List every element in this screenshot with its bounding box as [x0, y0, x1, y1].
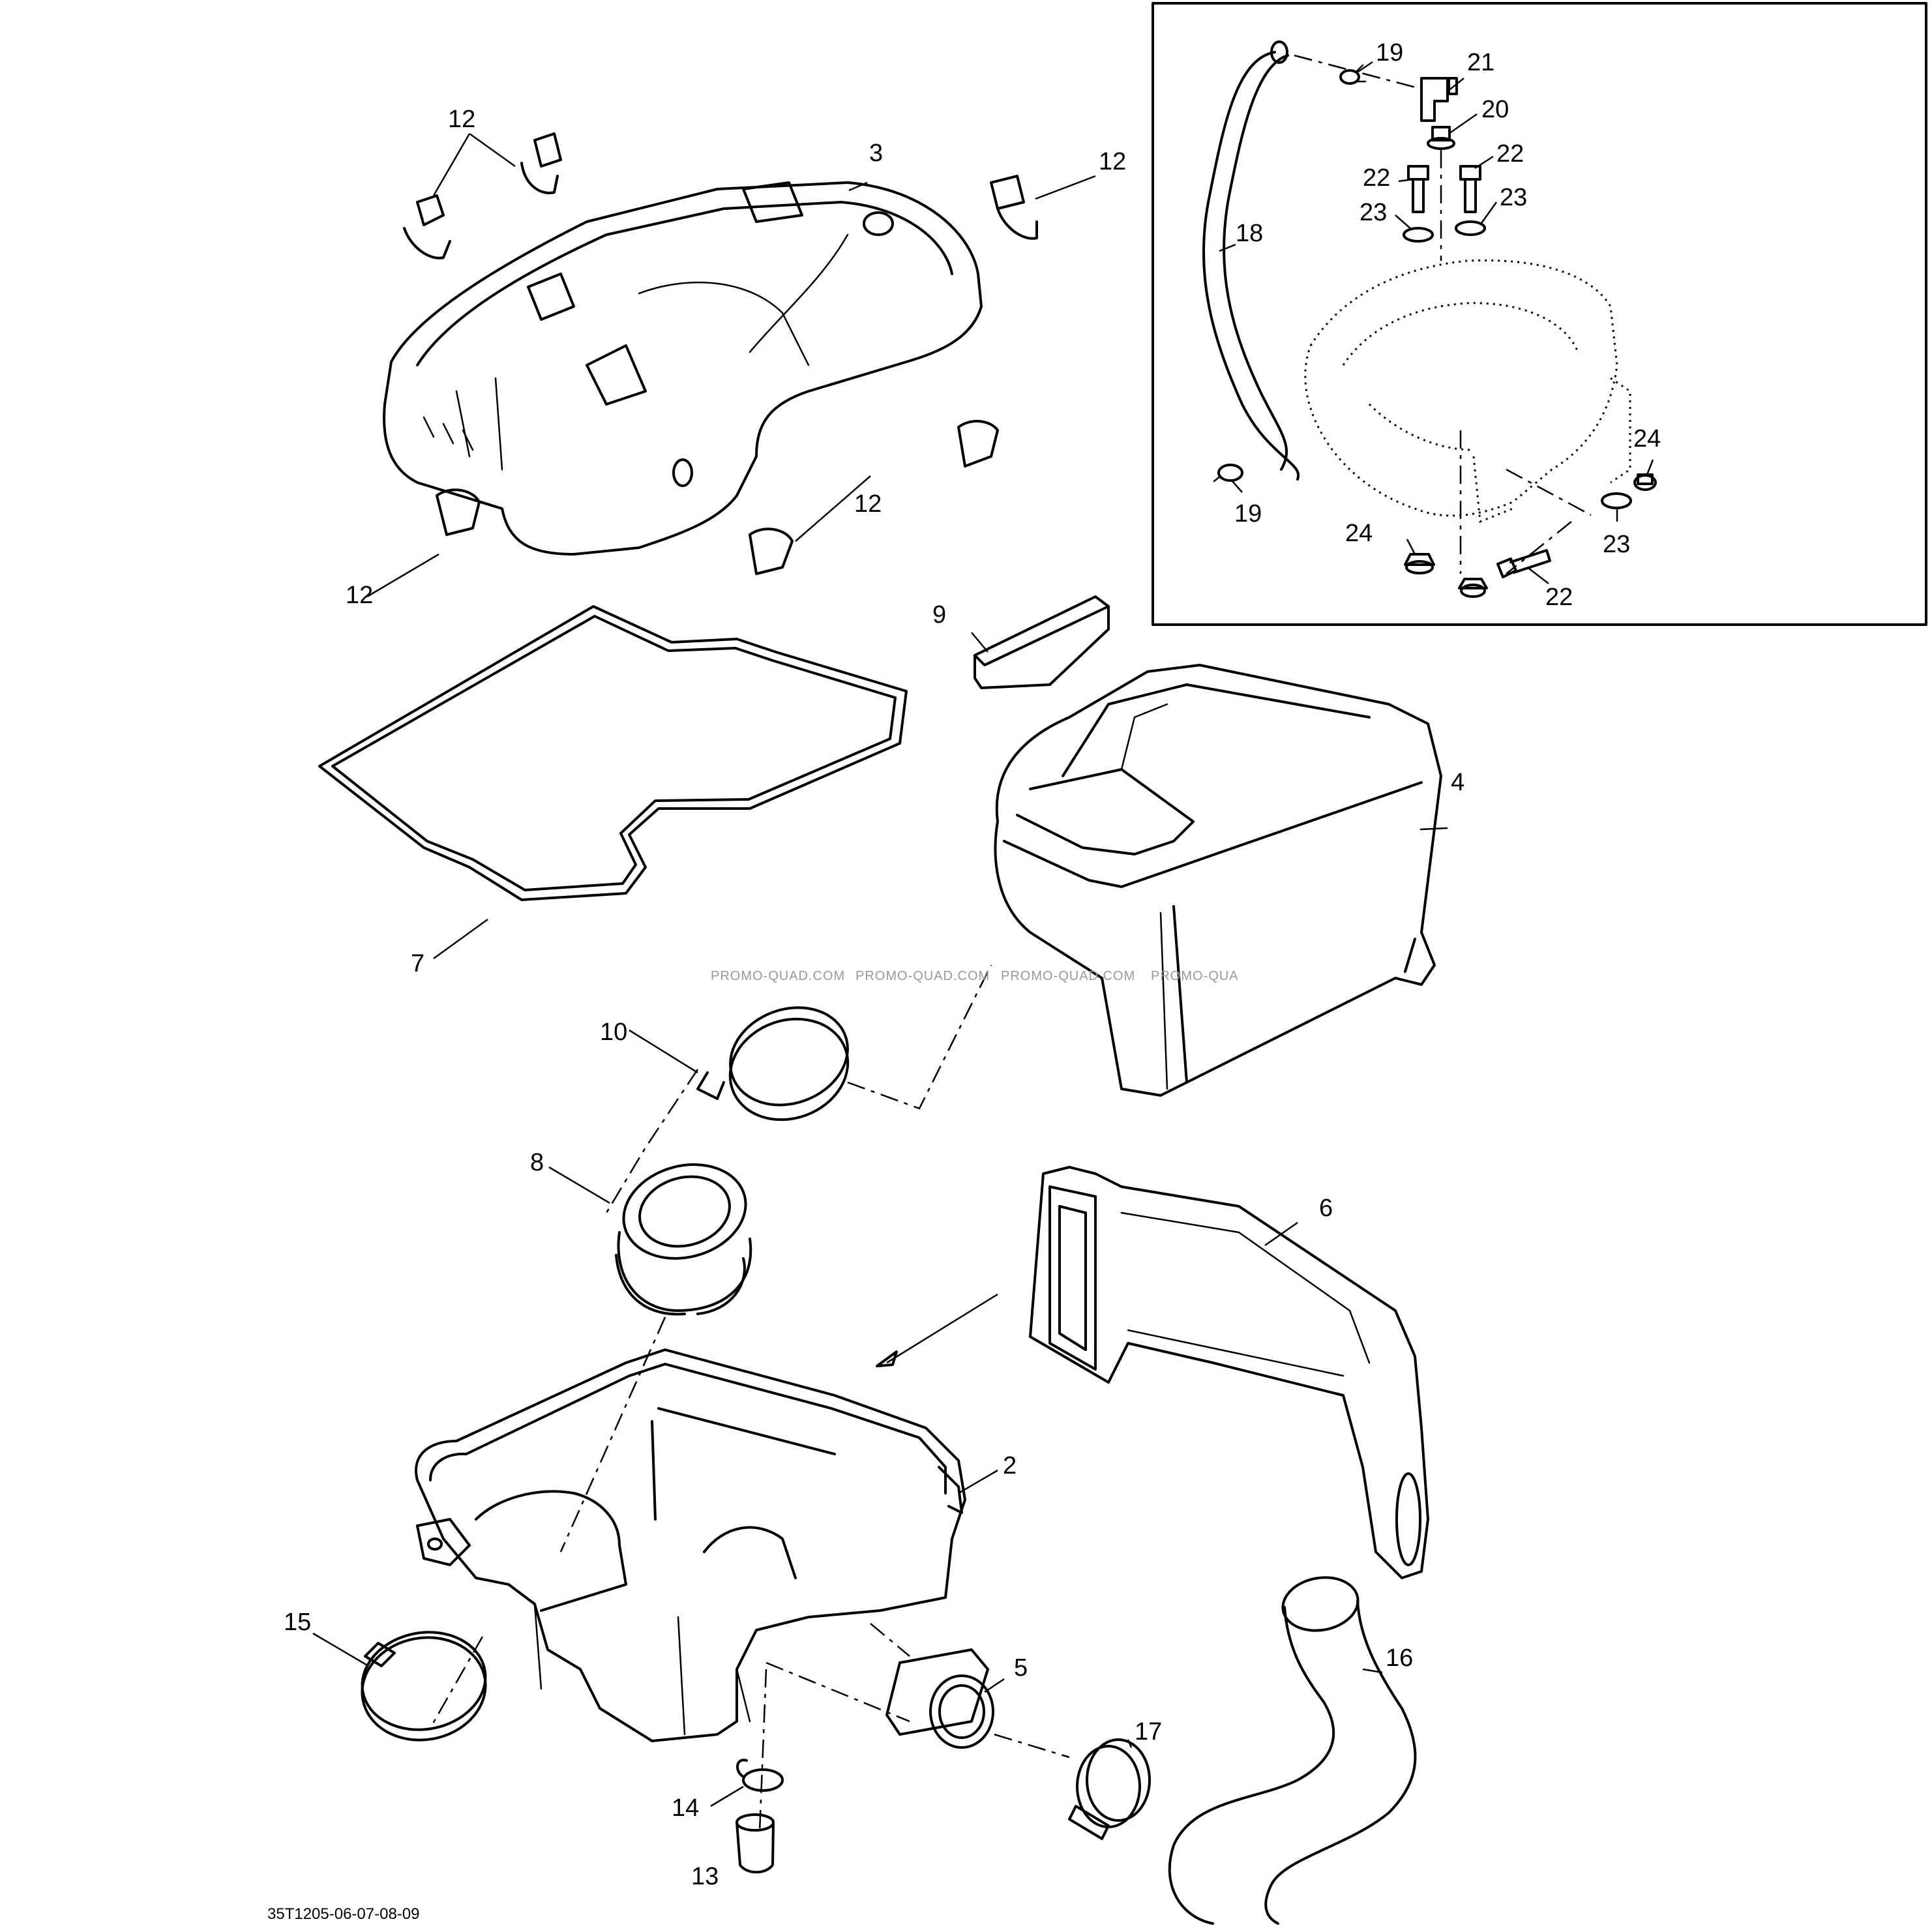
callout-24-right: 24	[1633, 425, 1661, 453]
callout-10: 10	[600, 1018, 627, 1046]
callouts: 19 21 20 22 22 23 23 18 24 19 24 23 22 1…	[284, 39, 1661, 1890]
elbow-fitting-21	[1420, 77, 1458, 122]
callout-13: 13	[691, 1863, 719, 1890]
gasket-7	[318, 605, 908, 901]
watermark-4: PROMO-QUA	[1151, 969, 1239, 983]
airbox-cover-dotted	[1304, 259, 1631, 524]
callout-21: 21	[1467, 49, 1494, 76]
washer-23-inset-right	[1455, 220, 1486, 236]
bolt-22-bottom	[1496, 549, 1551, 578]
washer-23-right	[1601, 492, 1632, 509]
callout-18: 18	[1236, 220, 1263, 247]
callout-6: 6	[1319, 1195, 1333, 1222]
watermark-3: PROMO-QUAD.COM	[1001, 969, 1135, 983]
clip-12-b	[520, 132, 562, 194]
callout-12-top: 12	[448, 106, 475, 133]
callout-20: 20	[1481, 96, 1509, 123]
spring-clip-14	[736, 1759, 784, 1792]
nut-bottom-center	[1458, 578, 1488, 598]
hose-clamp-19-bottom	[1213, 464, 1243, 483]
air-filter-housing-4	[994, 664, 1442, 1097]
watermark-2: PROMO-QUAD.COM	[855, 969, 990, 983]
callout-23-inset-right: 23	[1500, 184, 1527, 211]
callout-2: 2	[1003, 1452, 1017, 1479]
callout-14: 14	[672, 1794, 699, 1822]
callout-19-top: 19	[1376, 39, 1403, 67]
breather-hose-18	[1202, 40, 1300, 481]
callout-23-right: 23	[1603, 531, 1630, 558]
callout-7: 7	[411, 950, 424, 977]
nut-24-right	[1633, 473, 1657, 491]
callout-5: 5	[1014, 1654, 1028, 1682]
washer-23-inset-left	[1403, 227, 1434, 243]
hose-clamp-15	[361, 1631, 487, 1742]
bolt-22-inset-left	[1407, 165, 1429, 213]
filter-cap-9	[973, 595, 1110, 689]
hose-clamp-19-top	[1339, 64, 1367, 85]
callout-12-left: 12	[346, 582, 373, 609]
bolt-22-inset-right	[1459, 165, 1481, 213]
callout-23-inset-left: 23	[1360, 199, 1387, 226]
callout-24-bottom: 24	[1345, 520, 1373, 547]
airbox-cover-3	[383, 181, 983, 556]
clip-12-e	[749, 528, 794, 575]
callout-3: 3	[869, 140, 883, 167]
airbox-base-2	[415, 1348, 966, 1742]
drain-plug-13	[736, 1813, 775, 1874]
leader-lines	[312, 61, 1654, 1807]
callout-22-bottom: 22	[1545, 584, 1573, 611]
diagram-reference-code: 35T1205-06-07-08-09	[267, 1905, 420, 1923]
callout-12-right: 12	[854, 490, 882, 518]
callout-16: 16	[1386, 1644, 1413, 1672]
callout-19-bottom: 19	[1234, 500, 1262, 528]
callout-4: 4	[1451, 769, 1464, 796]
adaptor-5	[885, 1648, 994, 1749]
inset-frame	[1152, 2, 1927, 626]
clip-12-d	[957, 419, 999, 468]
grommet-20	[1427, 126, 1455, 150]
clip-12-c	[990, 175, 1038, 240]
intake-boot-8	[615, 1163, 752, 1316]
nut-24-bottom	[1404, 553, 1435, 574]
clip-12-a	[403, 194, 451, 260]
callout-17: 17	[1135, 1718, 1162, 1746]
callout-8: 8	[530, 1149, 544, 1176]
air-duct-6	[1029, 1166, 1429, 1579]
callout-15: 15	[284, 1609, 311, 1636]
callout-22-inset-right: 22	[1496, 140, 1524, 168]
hose-clamp-17	[1068, 1738, 1151, 1840]
callout-12-right-top: 12	[1099, 148, 1126, 175]
callout-22-inset-left: 22	[1363, 164, 1390, 192]
hose-16	[1168, 1576, 1417, 1925]
callout-9: 9	[932, 601, 946, 629]
clip-12-f	[436, 488, 481, 536]
hose-clamp-10	[696, 1006, 850, 1122]
watermark-1: PROMO-QUAD.COM	[711, 969, 845, 983]
